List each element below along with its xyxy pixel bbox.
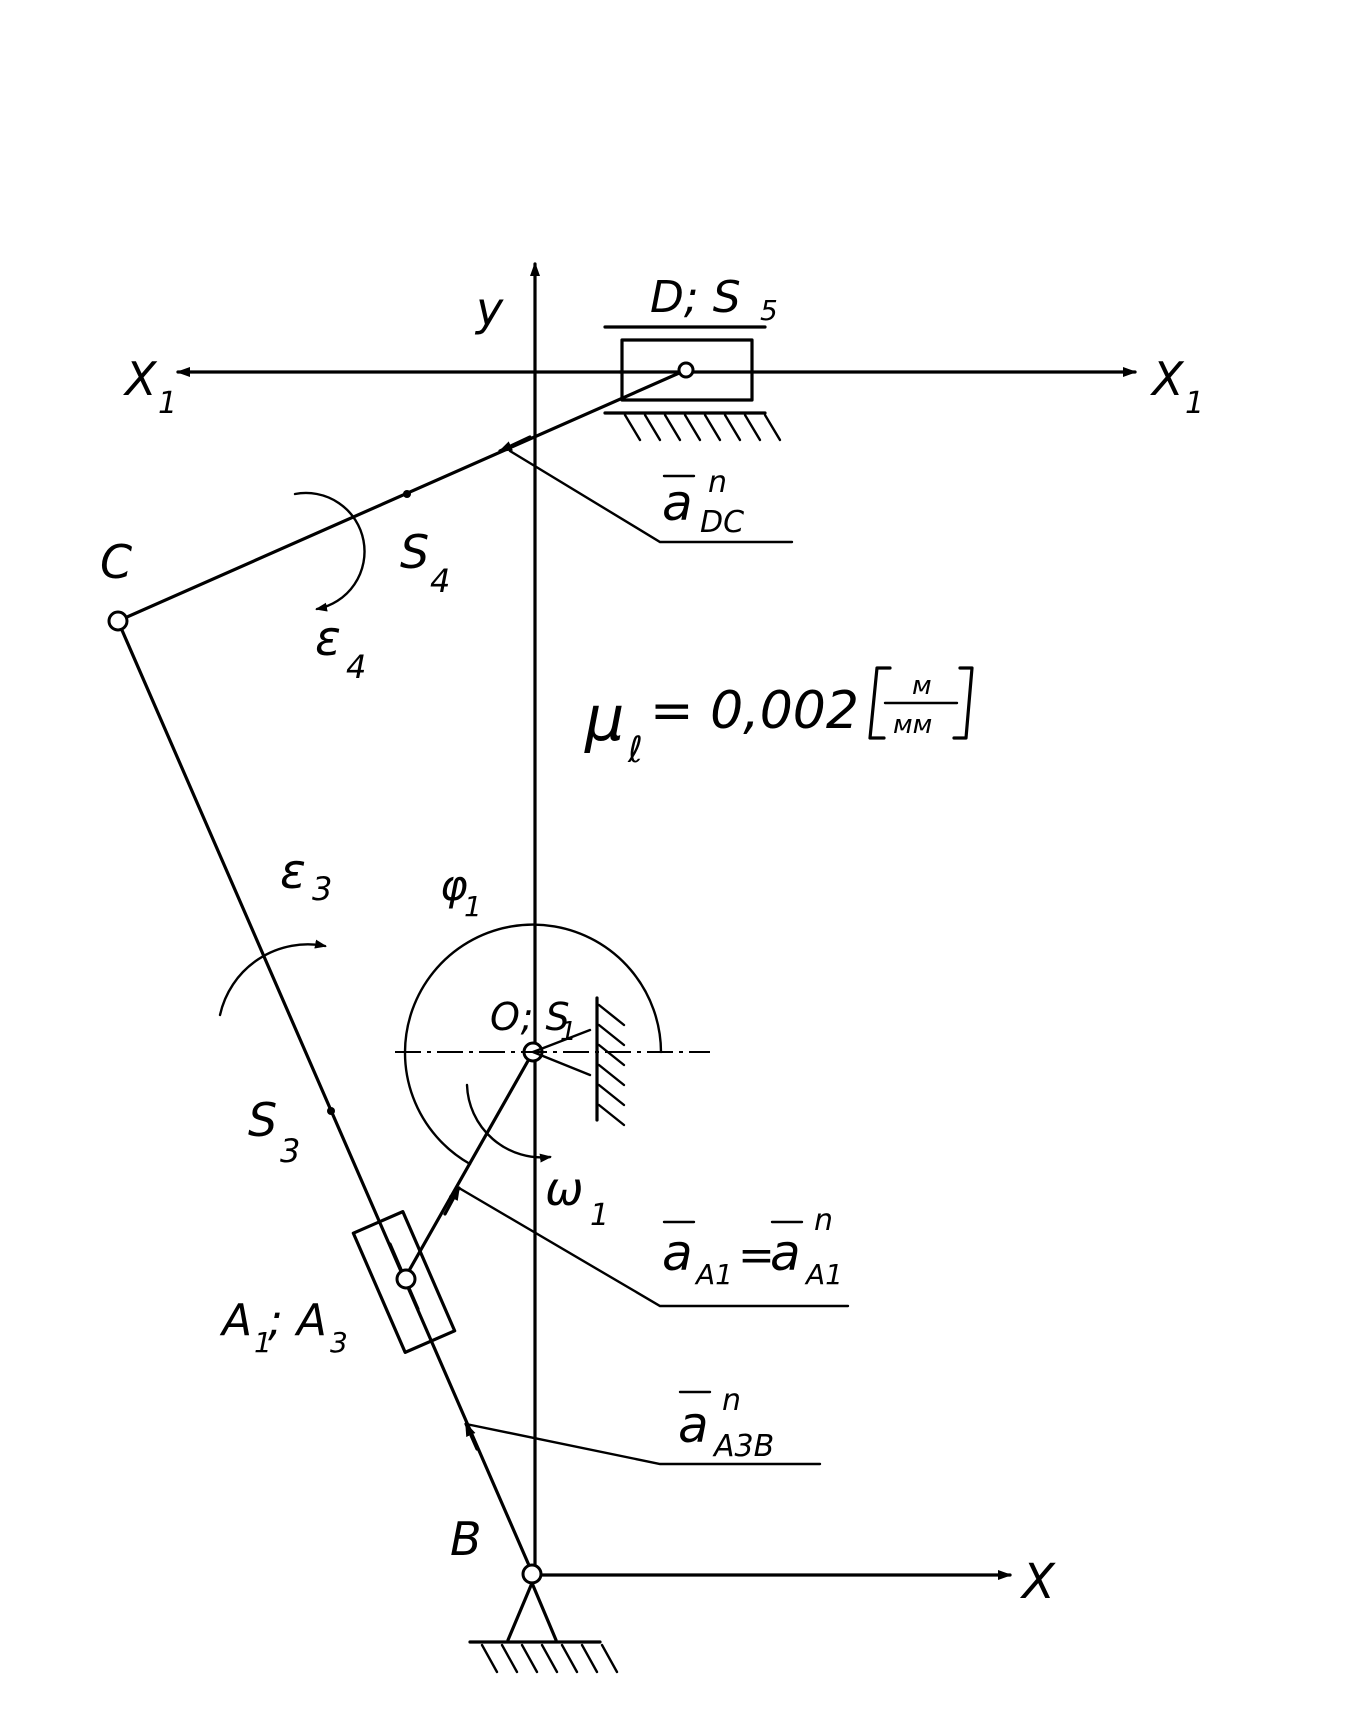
slider-d-label: D; S — [650, 272, 741, 323]
omega1-sub: 1 — [590, 1198, 609, 1233]
joint-a-sub2: 3 — [330, 1326, 348, 1359]
a-a3b-base: a — [678, 1396, 709, 1454]
epsilon4-label: ε — [315, 611, 341, 667]
x1-left-sub: 1 — [158, 386, 177, 421]
support-o — [395, 996, 710, 1127]
joint-a-sub1: 1 — [254, 1326, 272, 1359]
epsilon3-arrow — [218, 939, 327, 1017]
scale-symbol-sub: ℓ — [627, 730, 643, 771]
vector-a-a1-label: a A1 = a n A1 — [662, 1203, 843, 1291]
phi1-label: φ — [440, 861, 468, 910]
link-cd — [116, 368, 688, 623]
link-cb — [116, 619, 533, 1572]
a-a3b-arrow — [464, 1422, 479, 1451]
joint-c — [107, 610, 129, 632]
phi1-arc — [403, 923, 663, 1166]
vector-a-dc-label: a n DC — [662, 465, 744, 540]
joint-b — [521, 1563, 543, 1585]
x1-right-sub: 1 — [1185, 386, 1204, 421]
s4-label: S — [400, 525, 429, 579]
scale-symbol: μ — [584, 682, 624, 755]
scale-bracket-right — [952, 666, 974, 740]
scale-bracket-left — [868, 666, 892, 740]
a-a3b-sub: A3B — [712, 1429, 774, 1464]
s4-dot — [403, 490, 411, 498]
y-axis-label: y — [474, 282, 504, 336]
a-dc-arrow — [498, 435, 532, 453]
x1-right-label: X — [1150, 352, 1185, 406]
a-dc-base: a — [662, 474, 693, 532]
joint-a-label: A 1 ; A 3 — [219, 1295, 348, 1359]
a-a3b-sup: n — [722, 1383, 741, 1418]
a-a1-sub: A1 — [694, 1258, 733, 1291]
a-a1n-sup: n — [814, 1203, 833, 1238]
joint-d — [677, 361, 695, 379]
slider-d — [603, 325, 782, 442]
slider-a — [351, 1210, 457, 1354]
x1-left-label: X — [123, 352, 158, 406]
s3-label: S — [248, 1093, 277, 1147]
leader-a-a1 — [457, 1186, 850, 1308]
phi1-sub: 1 — [464, 890, 482, 923]
epsilon4-sub: 4 — [346, 648, 366, 686]
joint-a-letter: A — [219, 1295, 252, 1346]
scale-unit-num: м — [912, 671, 932, 701]
o-s1-label: O; S — [490, 995, 570, 1039]
joint-a — [395, 1268, 417, 1290]
omega1-label: ω — [545, 1162, 584, 1216]
a-dc-sub: DC — [700, 505, 744, 540]
joint-a-mid: ; A — [268, 1295, 327, 1346]
x-axis-label: X — [1019, 1554, 1056, 1610]
epsilon3-label: ε — [280, 844, 306, 900]
a-a1n-sub: A1 — [804, 1258, 843, 1291]
scale-unit-den: мм — [893, 710, 932, 740]
omega1-arrow — [465, 1083, 552, 1163]
a-a1n-base: a — [770, 1224, 801, 1282]
vector-a-a3b-label: a n A3B — [678, 1383, 774, 1464]
epsilon4-arrow — [293, 491, 366, 612]
a-dc-sup: n — [708, 465, 727, 500]
point-c-label: C — [100, 535, 132, 589]
support-b — [468, 1581, 619, 1674]
leader-a-dc — [508, 449, 794, 544]
s4-sub: 4 — [430, 562, 450, 600]
scale-annotation: μ ℓ = 0,002 м мм — [584, 666, 974, 771]
scale-value: = 0,002 — [650, 681, 859, 741]
point-b-label: B — [450, 1512, 482, 1566]
leader-a-a3b — [464, 1422, 822, 1466]
a-a1-base: a — [662, 1224, 693, 1282]
a-a1-arrow — [443, 1186, 461, 1216]
epsilon3-sub: 3 — [312, 870, 332, 908]
s3-sub: 3 — [280, 1132, 300, 1170]
o-s1-sub: 1 — [560, 1017, 577, 1047]
slider-d-sub: 5 — [760, 294, 778, 327]
a-a1-eq: = — [738, 1230, 775, 1281]
s3-dot — [327, 1107, 335, 1115]
